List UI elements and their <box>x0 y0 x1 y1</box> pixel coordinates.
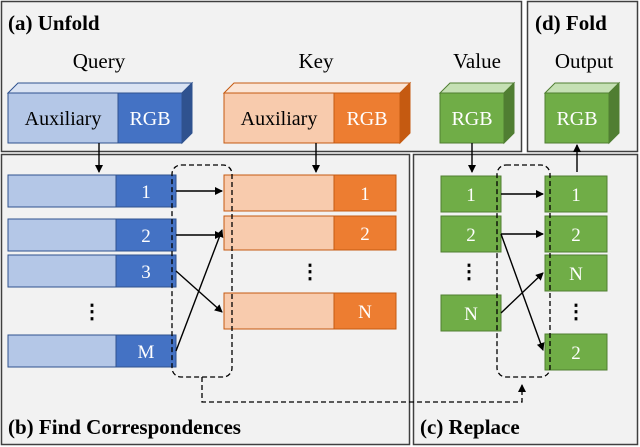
query-rows: 1 2 3 M ⋮ <box>7 174 177 368</box>
output-row-label: 2 <box>571 225 581 246</box>
panel-find-title: (b) Find Correspondences <box>8 415 241 439</box>
value-rgb-label: RGB <box>451 108 492 130</box>
value-tensor: RGB <box>438 81 516 145</box>
query-row-label: M <box>138 342 155 363</box>
correspondence-link-dashed <box>201 377 526 403</box>
query-row-label: 3 <box>141 262 151 283</box>
panel-replace-title: (c) Replace <box>420 415 520 439</box>
output-row-label: N <box>569 264 583 285</box>
key-rgb-label: RGB <box>346 108 387 130</box>
output-rgb-label: RGB <box>556 108 597 130</box>
value-row-label: 1 <box>466 185 476 206</box>
query-tensor: Auxiliary RGB <box>6 81 194 145</box>
key-row-label: 1 <box>360 184 370 205</box>
output-rows: 1 2 N 2 ⋮ <box>544 175 608 371</box>
output-tensor: RGB <box>543 81 621 145</box>
key-rows: 1 2 N ⋮ <box>223 174 397 330</box>
query-row-label: 2 <box>141 226 151 247</box>
panel-unfold-title: (a) Unfold <box>8 11 100 35</box>
panel-fold-title: (d) Fold <box>535 11 607 35</box>
query-row-label: 1 <box>141 182 151 203</box>
output-ellipsis: ⋮ <box>566 301 586 323</box>
key-row-label: 2 <box>360 224 370 245</box>
value-row-label: 2 <box>466 225 476 246</box>
key-ellipsis: ⋮ <box>300 261 320 283</box>
query-ellipsis: ⋮ <box>82 301 102 323</box>
query-header: Query <box>73 49 126 73</box>
key-tensor: Auxiliary RGB <box>222 81 412 145</box>
value-row-label: N <box>464 304 478 325</box>
match-arrow <box>175 229 224 352</box>
query-rgb-label: RGB <box>129 108 170 130</box>
output-row-label: 1 <box>571 185 581 206</box>
value-output-dashed-loop <box>496 164 551 378</box>
query-aux-label: Auxiliary <box>25 108 102 130</box>
key-aux-label: Auxiliary <box>241 108 318 130</box>
key-header: Key <box>299 49 334 73</box>
output-header: Output <box>555 49 614 73</box>
key-row-label: N <box>358 302 372 323</box>
output-row-label: 2 <box>571 343 581 364</box>
value-rows: 1 2 N ⋮ <box>440 175 502 332</box>
value-header: Value <box>453 49 501 73</box>
replace-arrow <box>500 233 545 351</box>
value-ellipsis: ⋮ <box>459 261 479 283</box>
query-key-dashed-loop <box>171 164 233 378</box>
